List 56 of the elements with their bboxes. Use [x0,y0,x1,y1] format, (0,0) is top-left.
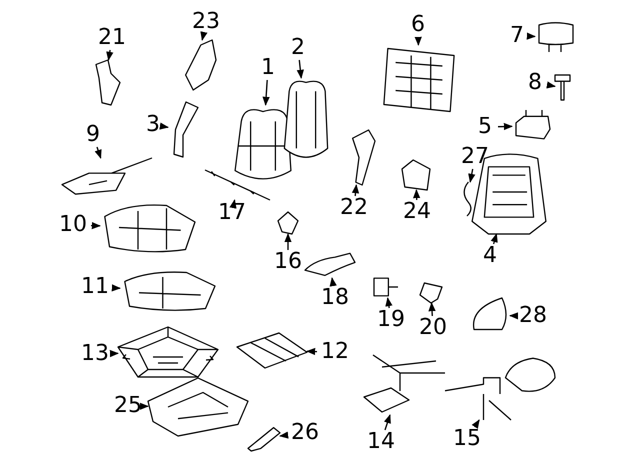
leader-line [428,302,436,316]
callout-number: 20 [415,316,451,340]
leader-line [106,50,114,61]
leader-line [330,277,337,287]
callout-number: 14 [363,430,399,454]
callout-number: 19 [373,308,409,332]
leader-line [200,31,208,41]
leader-line [306,348,318,356]
leader-line [414,36,422,46]
callout-number: 26 [287,421,323,445]
leader-line [262,80,270,106]
callout-number: 4 [477,244,503,268]
leader-line [140,402,149,410]
callout-number: 27 [457,145,493,169]
leader-line [110,350,119,358]
leader-line [229,199,237,209]
leader-line [296,60,304,79]
leader-line [413,189,420,200]
leader-line [509,312,518,320]
leader-line [490,233,498,244]
leader-line [90,222,101,230]
leader-line [284,233,292,250]
callout-number: 23 [188,10,224,34]
callout-number: 5 [472,115,498,139]
callout-number: 18 [317,286,353,310]
callout-number: 10 [55,213,91,237]
callout-number: 11 [77,275,113,299]
leader-line [159,122,169,130]
callout-number: 22 [336,196,372,220]
callout-number: 13 [77,342,113,366]
leader-line [472,419,480,429]
callout-number: 12 [317,340,353,364]
leader-line [384,414,391,430]
leader-line [94,146,102,159]
callout-number: 6 [405,13,431,37]
callout-number: 8 [522,71,548,95]
leader-line [112,284,121,292]
leader-line [546,81,556,88]
callout-number: 15 [449,427,485,451]
callout-number: 2 [285,36,311,60]
callout-number: 17 [214,201,250,225]
callout-number: 3 [140,113,166,137]
callout-number: 1 [255,56,281,80]
leader-line [468,168,476,183]
leader-line [385,297,393,308]
leader-line [526,32,536,40]
callout-number: 25 [110,394,146,418]
callout-number: 16 [270,250,306,274]
callout-number: 28 [515,304,551,328]
callout-number: 9 [80,123,106,147]
leader-line [279,431,289,439]
callout-number: 7 [504,24,530,48]
leader-line [498,122,513,130]
callout-number: 24 [399,200,435,224]
callout-number: 21 [94,26,130,50]
leader-line [352,184,360,196]
